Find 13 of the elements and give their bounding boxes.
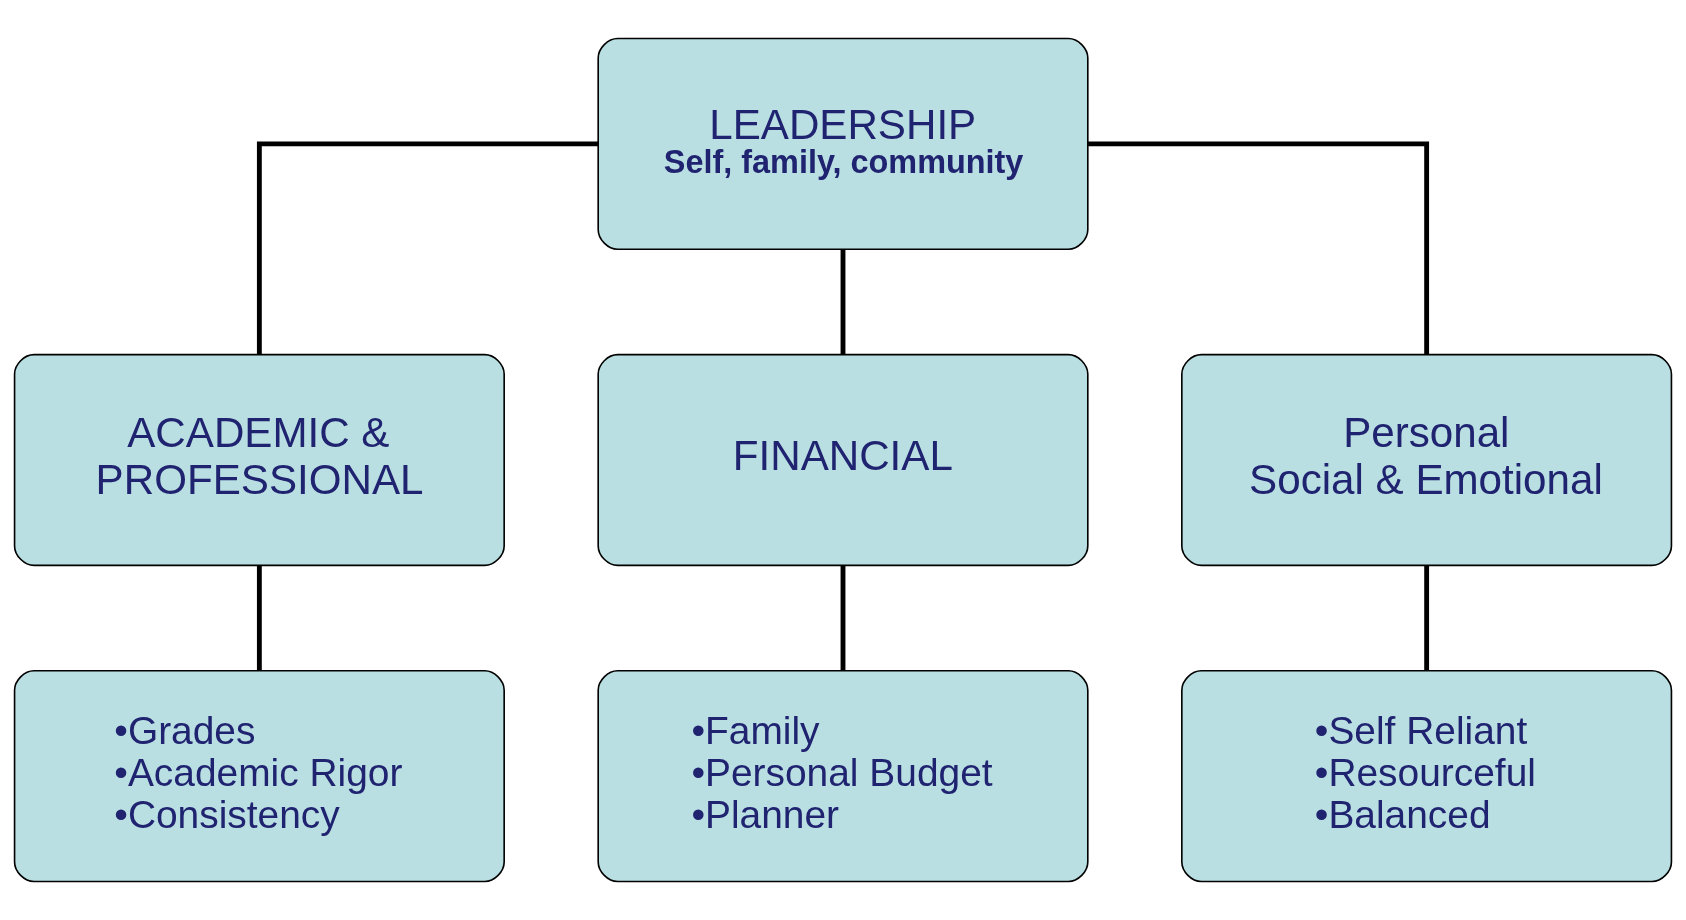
node-box: •Self Reliant •Resourceful •Balanced: [1181, 669, 1673, 883]
node-box: LEADERSHIP Self, family, community: [597, 37, 1089, 251]
connector: [1088, 141, 1430, 355]
node-box: FINANCIAL: [597, 353, 1089, 567]
node-box: ACADEMIC & PROFESSIONAL: [13, 353, 505, 567]
node-box: •Family •Personal Budget •Planner: [597, 669, 1089, 883]
node-box: Personal Social & Emotional: [1181, 353, 1673, 567]
connector: [840, 249, 846, 355]
connector: [256, 141, 598, 355]
node-box: •Grades •Academic Rigor •Consistency: [13, 669, 505, 883]
connector: [840, 565, 846, 671]
connector: [256, 565, 262, 671]
connector: [1424, 565, 1430, 671]
